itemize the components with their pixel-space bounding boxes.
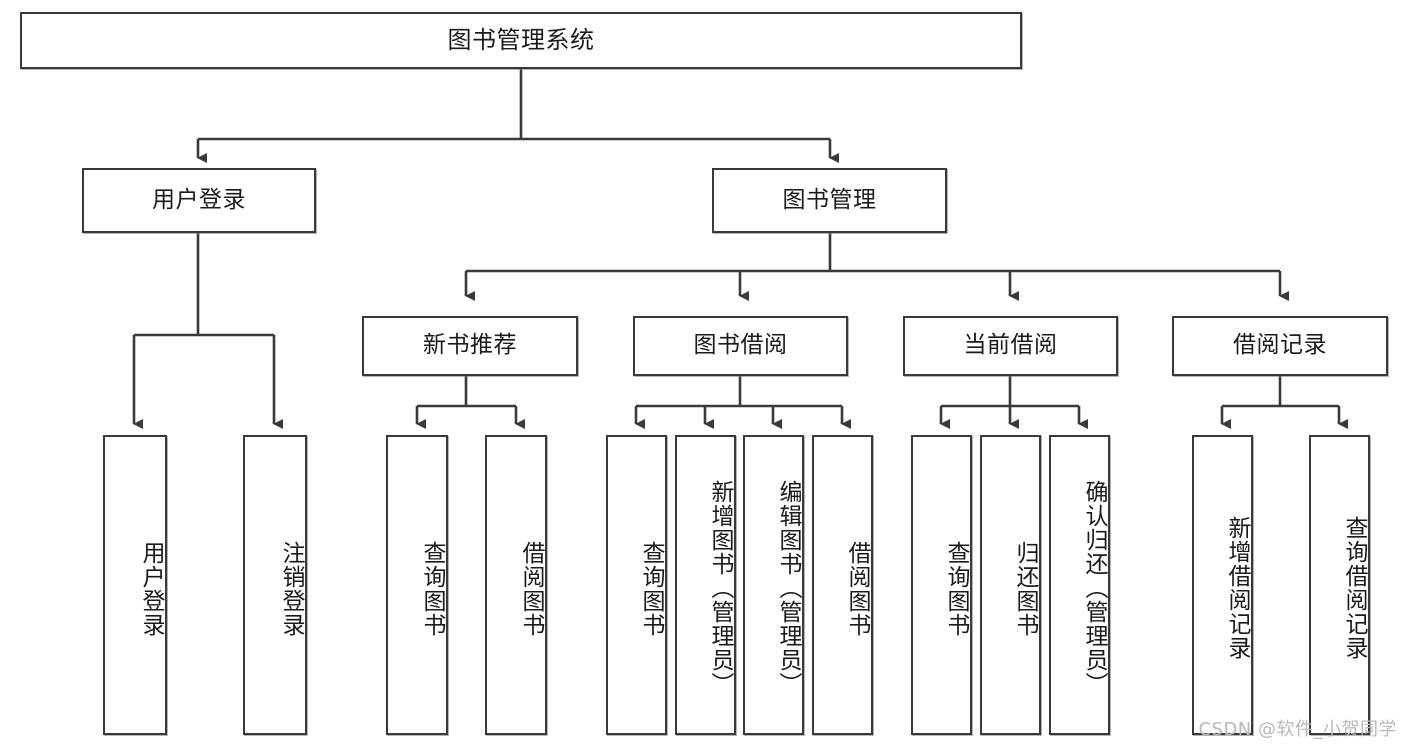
leaf-record-add-record[interactable]: 新增借阅记录 (1192, 435, 1253, 735)
node-current-borrow[interactable]: 当前借阅 (903, 316, 1118, 376)
watermark-label: CSDN @软件_小贺同学 (1198, 719, 1397, 740)
leaf-borrow-add-book-admin[interactable]: 新增图书（管理员） (675, 435, 736, 735)
leaf-borrow-edit-book-admin[interactable]: 编辑图书（管理员） (743, 435, 804, 735)
node-new-book-recommend[interactable]: 新书推荐 (362, 316, 578, 376)
leaf-record-query-record[interactable]: 查询借阅记录 (1309, 435, 1370, 735)
leaf-recommend-query-book[interactable]: 查询图书 (386, 435, 448, 735)
node-user-login[interactable]: 用户登录 (82, 168, 316, 233)
leaf-user-login-login[interactable]: 用户登录 (103, 435, 167, 735)
leaf-current-return-book[interactable]: 归还图书 (980, 435, 1041, 735)
leaf-current-query-book[interactable]: 查询图书 (911, 435, 972, 735)
leaf-user-login-logout[interactable]: 注销登录 (243, 435, 307, 735)
leaf-current-confirm-return-admin[interactable]: 确认归还（管理员） (1049, 435, 1110, 735)
node-borrow-record[interactable]: 借阅记录 (1172, 316, 1388, 376)
node-book-management[interactable]: 图书管理 (712, 168, 947, 233)
leaf-borrow-query-book[interactable]: 查询图书 (606, 435, 667, 735)
leaf-recommend-borrow-book[interactable]: 借阅图书 (485, 435, 547, 735)
node-root-system[interactable]: 图书管理系统 (20, 12, 1022, 69)
leaf-borrow-borrow-book[interactable]: 借阅图书 (812, 435, 873, 735)
node-book-borrow[interactable]: 图书借阅 (633, 316, 848, 376)
